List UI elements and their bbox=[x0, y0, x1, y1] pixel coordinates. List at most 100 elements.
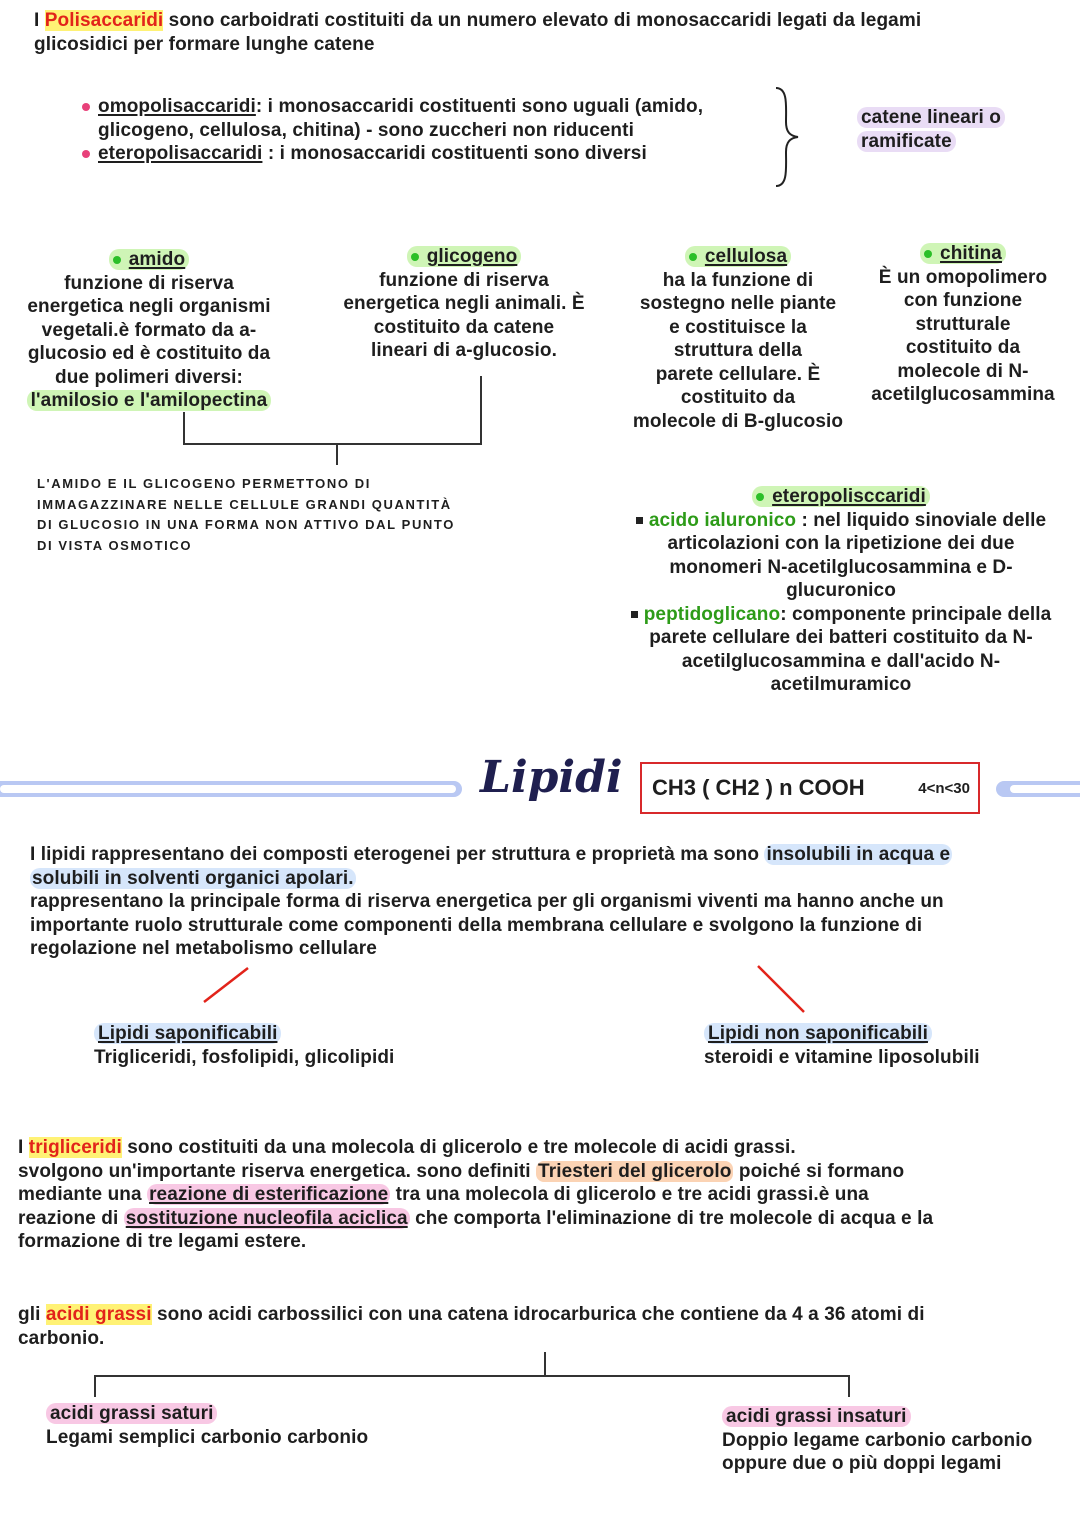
bullet-icon bbox=[756, 492, 765, 501]
polisaccaridi-intro: I Polisaccaridi sono carboidrati costitu… bbox=[34, 9, 1044, 56]
right-divider-inner bbox=[1010, 785, 1080, 793]
pepti-line: acetilmuramico bbox=[770, 674, 912, 695]
connector-line bbox=[544, 1352, 546, 1376]
non-saponificabili-text: steroidi e vitamine liposolubili bbox=[704, 1046, 980, 1068]
chitina-line: È un omopolimero bbox=[878, 266, 1048, 288]
saturi-block: acidi grassi saturi Legami semplici carb… bbox=[46, 1402, 368, 1449]
cellulosa-line: ha la funzione di bbox=[662, 269, 814, 291]
omo-text-1: : i monosaccaridi costituenti sono ugual… bbox=[255, 96, 704, 117]
trig-p2b: poiché si formano bbox=[733, 1160, 905, 1182]
cellulosa-line: sostegno nelle piante bbox=[639, 293, 837, 314]
note-line: DI GLUCOSIO IN UNA FORMA NON ATTIVO DAL … bbox=[37, 517, 455, 532]
note-line: DI VISTA OSMOTICO bbox=[37, 537, 193, 553]
intro-rest-1: sono carboidrati costituiti da un numero… bbox=[163, 10, 922, 31]
amido-line: l'amilosio e l'amilopectina bbox=[26, 390, 272, 411]
omo-etero-list: omopolisaccaridi: i monosaccaridi costit… bbox=[82, 95, 772, 166]
saponificabili-text: Trigliceridi, fosfolipidi, glicolipidi bbox=[94, 1046, 395, 1068]
acido-line: glucuronico bbox=[786, 580, 896, 601]
insaturi-block: acidi grassi insaturi Doppio legame carb… bbox=[722, 1405, 1032, 1476]
eteropolisaccaridi-term: eteropolisaccaridi bbox=[98, 143, 263, 164]
glicogeno-block: glicogeno funzione di riserva energetica… bbox=[326, 245, 602, 363]
trig-prefix: I bbox=[18, 1137, 29, 1158]
cellulosa-line: costituito da bbox=[680, 387, 796, 408]
pepti-line: parete cellulare dei batteri costituito … bbox=[649, 627, 1033, 648]
chitina-line: costituito da bbox=[905, 337, 1021, 358]
lipidi-intro-line: rappresentano la principale forma di ris… bbox=[30, 891, 944, 912]
trig-p2a: svolgono un'importante riserva energetic… bbox=[18, 1160, 537, 1182]
bullet-icon bbox=[82, 149, 90, 158]
lipidi-title: Lipidi bbox=[480, 752, 623, 803]
connector-line bbox=[94, 1375, 850, 1377]
square-bullet-icon bbox=[630, 610, 638, 618]
chitina-line: acetilglucosammina bbox=[871, 384, 1055, 405]
acido-line: monomeri N-acetilglucosammina e D- bbox=[669, 556, 1013, 578]
formula-box: CH3 ( CH2 ) n COOH 4<n<30 bbox=[640, 762, 980, 814]
cellulosa-title-text: cellulosa bbox=[704, 246, 788, 267]
amido-block: amido funzione di riserva energetica neg… bbox=[4, 248, 294, 413]
amido-line: funzione di riserva bbox=[64, 272, 234, 294]
connector-line bbox=[848, 1375, 850, 1397]
cellulosa-line: molecole di B-glucosio bbox=[632, 410, 844, 432]
cellulosa-line: e costituisce la bbox=[669, 316, 807, 338]
glicogeno-title: glicogeno bbox=[406, 246, 522, 267]
chitina-block: chitina È un omopolimero con funzione st… bbox=[858, 242, 1068, 407]
amido-title-text: amido bbox=[128, 249, 186, 270]
amido-line: glucosio ed è costituito da bbox=[27, 343, 271, 364]
acidi-grassi-paragraph: gli acidi grassi sono acidi carbossilici… bbox=[18, 1303, 1068, 1350]
chitina-line: con funzione bbox=[903, 290, 1023, 311]
bullet-icon bbox=[410, 252, 419, 261]
acidi-rest-1: sono acidi carbossilici con una catena i… bbox=[151, 1304, 925, 1325]
omo-text-2: glicogeno, cellulosa, chitina) - sono zu… bbox=[98, 119, 634, 141]
non-saponificabili-block: Lipidi non saponificabili steroidi e vit… bbox=[704, 1022, 980, 1069]
insaturi-line: oppure due o più doppi legami bbox=[722, 1453, 1002, 1474]
chitina-line: strutturale bbox=[915, 313, 1011, 335]
acidi-rest-2: carbonio. bbox=[18, 1327, 105, 1349]
glicogeno-line: energetica negli animali. È bbox=[343, 293, 585, 314]
lipidi-intro: I lipidi rappresentano dei composti eter… bbox=[30, 843, 1070, 961]
omopolisaccaridi-term: omopolisaccaridi bbox=[98, 96, 256, 117]
acidi-prefix: gli bbox=[18, 1304, 46, 1325]
glicogeno-line: costituito da catene bbox=[373, 316, 555, 338]
acido-ialuronico-term: acido ialuronico bbox=[648, 509, 797, 531]
square-bullet-icon bbox=[635, 516, 643, 524]
polisaccaridi-term: Polisaccaridi bbox=[44, 10, 164, 31]
eteropolisccaridi-title: eteropolisccaridi bbox=[752, 486, 930, 507]
connector-line bbox=[183, 412, 185, 444]
formula-range: 4<n<30 bbox=[918, 779, 970, 797]
bullet-icon bbox=[82, 102, 90, 111]
saturi-title: acidi grassi saturi bbox=[46, 1403, 218, 1424]
chitina-title: chitina bbox=[920, 243, 1006, 264]
trigliceridi-term: trigliceridi bbox=[28, 1137, 122, 1158]
catene-note: catene lineari o ramificate bbox=[857, 106, 1005, 153]
solubili-highlight: solubili in solventi organici apolari. bbox=[30, 867, 356, 889]
trig-p3b: tra una molecola di glicerolo e tre acid… bbox=[390, 1184, 869, 1205]
catene-line-1: catene lineari o bbox=[857, 107, 1005, 128]
left-divider-inner bbox=[0, 785, 456, 793]
cellulosa-title: cellulosa bbox=[684, 246, 792, 267]
trig-p3a: mediante una bbox=[18, 1184, 148, 1205]
amido-line: energetica negli organismi bbox=[27, 296, 271, 317]
amido-line: vegetali.è formato da a- bbox=[41, 319, 257, 341]
glicogeno-title-text: glicogeno bbox=[426, 246, 518, 267]
trig-p5: formazione di tre legami estere. bbox=[18, 1231, 307, 1252]
peptidoglicano-term: peptidoglicano bbox=[643, 603, 781, 625]
saponificabili-title: Lipidi saponificabili bbox=[94, 1023, 282, 1044]
lipidi-intro-line: regolazione nel metabolismo cellulare bbox=[30, 938, 377, 959]
red-arrow-left-icon bbox=[203, 967, 249, 1003]
cellulosa-line: struttura della bbox=[673, 340, 803, 361]
amido-line: due polimeri diversi: bbox=[55, 366, 243, 388]
amido-title: amido bbox=[108, 249, 190, 270]
sostituzione-highlight: sostituzione nucleofila aciclica bbox=[123, 1207, 410, 1229]
connector-line bbox=[336, 443, 338, 465]
acidi-grassi-term: acidi grassi bbox=[45, 1304, 152, 1325]
saturi-text: Legami semplici carbonio carbonio bbox=[46, 1426, 369, 1448]
bullet-icon bbox=[688, 252, 697, 261]
cellulosa-line: parete cellulare. È bbox=[655, 363, 821, 385]
trigliceridi-paragraph: I trigliceridi sono costituiti da una mo… bbox=[18, 1136, 1068, 1254]
intro-prefix: I bbox=[34, 10, 45, 31]
glicogeno-line: lineari di a-glucosio. bbox=[371, 340, 557, 361]
saponificabili-block: Lipidi saponificabili Trigliceridi, fosf… bbox=[94, 1022, 394, 1069]
trig-p4a: reazione di bbox=[18, 1207, 124, 1229]
cellulosa-block: cellulosa ha la funzione di sostegno nel… bbox=[620, 245, 856, 433]
esterificazione-highlight: reazione di esterificazione bbox=[147, 1184, 391, 1205]
